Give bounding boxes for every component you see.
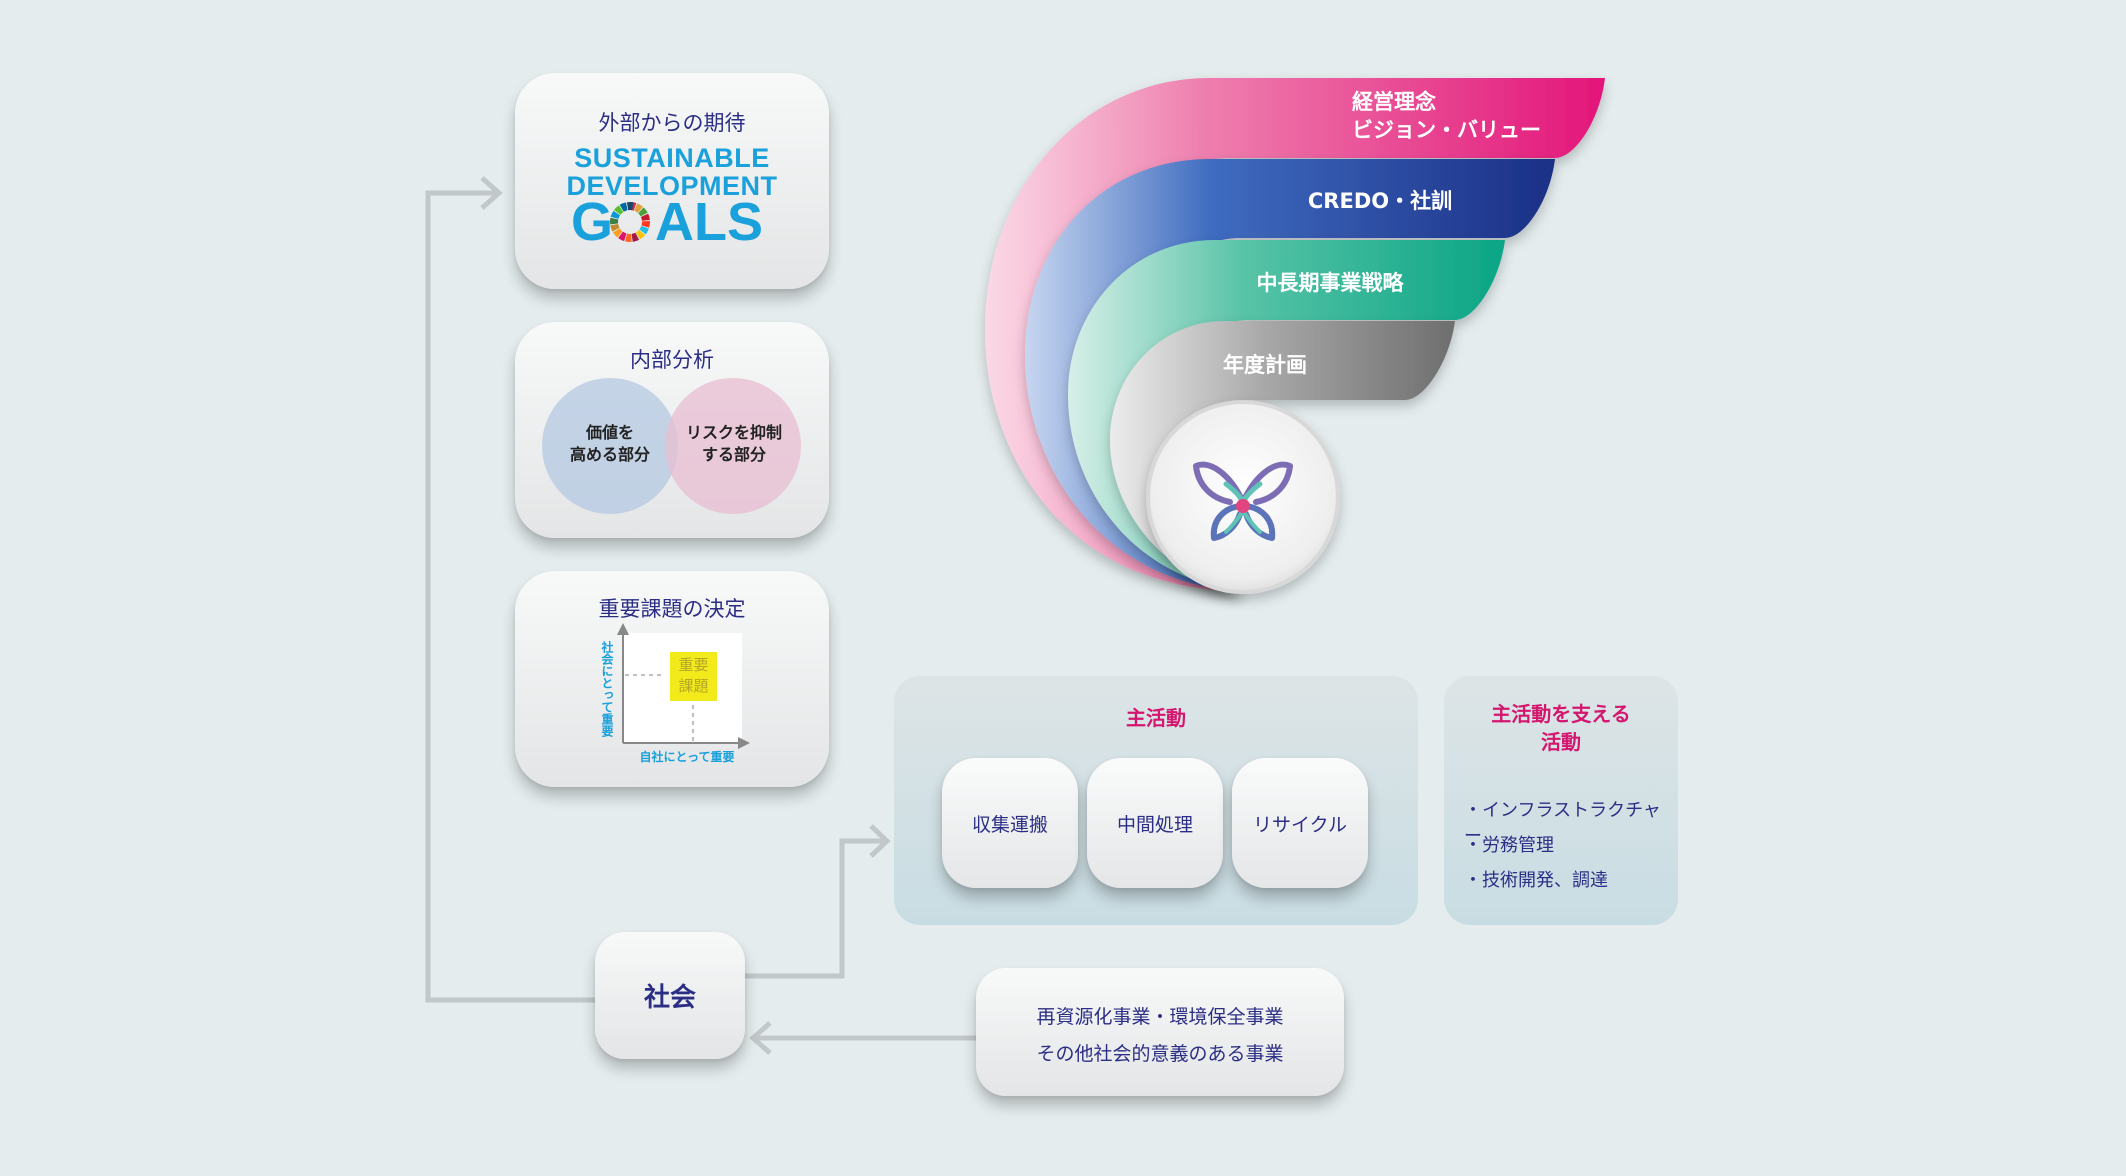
butterfly-logo-icon xyxy=(1193,461,1293,541)
support-item: ・技術開発、調達 xyxy=(1464,870,1608,891)
main-activities-title: 主活動 xyxy=(1126,706,1186,730)
support-title-line-1: 主活動を支える xyxy=(1491,702,1631,726)
main-activities-panel: 主活動 収集運搬 中間処理 リサイクル xyxy=(894,676,1418,925)
sdg-wheel-icon xyxy=(610,202,650,242)
external-expectations-card: 外部からの期待 SUSTAINABLE DEVELOPMENT G xyxy=(515,73,829,289)
materiality-card: 重要課題の決定 社会にとって重要 自社にとって重要 重要 課題 xyxy=(515,571,829,787)
key-issue-line-1: 重要 xyxy=(678,656,709,674)
venn-left-line-2: 高める部分 xyxy=(569,445,650,464)
sdg-line-1: SUSTAINABLE xyxy=(574,143,770,173)
venn-right-label: リスクを抑制 する部分 xyxy=(673,422,795,466)
activity-label: リサイクル xyxy=(1252,813,1348,836)
sdg-goals-word: G ALS xyxy=(571,194,781,250)
external-expectations-title: 外部からの期待 xyxy=(598,111,746,135)
band-mid-term-strategy-label: 中長期事業戦略 xyxy=(1256,271,1404,295)
internal-analysis-card: 内部分析 価値を 高める部分 リスクを抑制 する部分 xyxy=(515,322,829,538)
business-line-1: 再資源化事業・環境保全事業 xyxy=(1036,1006,1284,1028)
internal-analysis-title: 内部分析 xyxy=(630,348,714,372)
support-item: ・インフラストラクチャー xyxy=(1464,800,1661,847)
support-title-line-2: 活動 xyxy=(1541,730,1581,754)
materiality-y-label: 社会にとって重要 xyxy=(600,641,614,737)
support-item: ・労務管理 xyxy=(1464,835,1554,856)
venn-circle-left xyxy=(542,378,678,514)
activity-label: 中間処理 xyxy=(1116,813,1193,836)
venn-right-line-1: リスクを抑制 xyxy=(685,423,782,442)
band-philosophy-line-1: 経営理念 xyxy=(1352,90,1436,114)
activity-intermediate-processing: 中間処理 xyxy=(1087,758,1223,888)
society-card: 社会 xyxy=(595,932,745,1059)
activity-label: 収集運搬 xyxy=(971,813,1048,836)
band-philosophy-label: 経営理念 ビジョン・バリュー xyxy=(1352,88,1541,144)
support-activities-panel: 主活動を支える 活動 ・インフラストラクチャー ・労務管理 ・技術開発、調達 xyxy=(1444,676,1678,925)
sdg-line-2: DEVELOPMENT xyxy=(566,171,778,201)
key-issue-line-2: 課題 xyxy=(678,677,709,695)
society-label: 社会 xyxy=(643,983,696,1013)
venn-left-label: 価値を 高める部分 xyxy=(555,422,665,466)
business-line-2: その他社会的意義のある事業 xyxy=(1036,1043,1284,1065)
activity-recycling: リサイクル xyxy=(1232,758,1368,888)
band-credo-label: CREDO・社訓 xyxy=(1307,189,1453,213)
venn-left-line-1: 価値を xyxy=(585,423,634,442)
materiality-x-label: 自社にとって重要 xyxy=(639,750,735,764)
sdg-goals-g: G xyxy=(571,192,614,252)
activity-collection-transport: 収集運搬 xyxy=(942,758,1078,888)
materiality-title: 重要課題の決定 xyxy=(598,597,746,621)
band-annual-plan-label: 年度計画 xyxy=(1223,353,1307,377)
materiality-axes xyxy=(617,623,750,749)
key-issue-box: 重要 課題 xyxy=(670,652,717,701)
sdg-goals-rest: ALS xyxy=(655,192,763,252)
support-activities-title: 主活動を支える 活動 xyxy=(1444,700,1678,756)
business-card: 再資源化事業・環境保全事業 その他社会的意義のある事業 xyxy=(976,968,1344,1096)
band-philosophy-line-2: ビジョン・バリュー xyxy=(1352,118,1541,142)
band-annual-plan xyxy=(1110,321,1455,591)
venn-circle-right xyxy=(665,378,801,514)
venn-right-line-2: する部分 xyxy=(701,445,766,464)
